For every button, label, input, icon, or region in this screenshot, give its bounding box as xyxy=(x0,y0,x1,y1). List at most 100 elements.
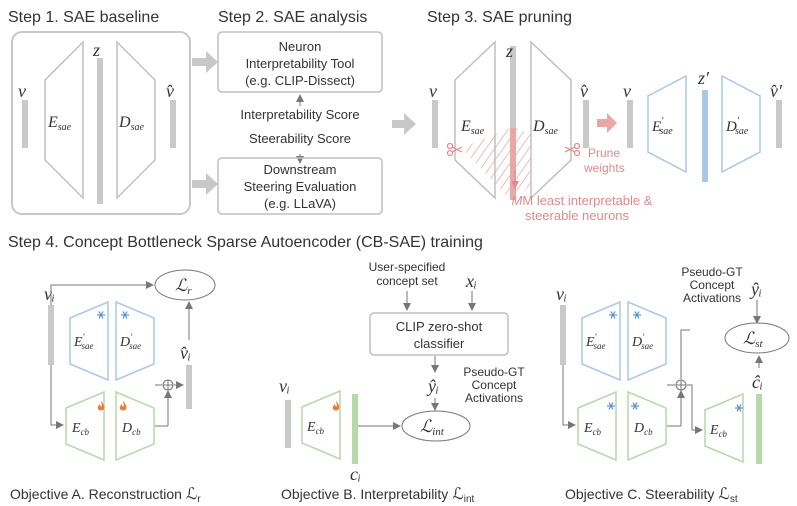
latent-bar-z xyxy=(97,58,103,204)
c-encoder-frozen xyxy=(581,300,621,382)
c-encoder-cb xyxy=(577,390,617,462)
input-bar-v xyxy=(22,100,28,148)
s3p-label-d: D′sae xyxy=(725,116,749,137)
step1-panel: v Esae z Dsae v̂ xyxy=(11,31,191,215)
pruned-latent-bar xyxy=(702,90,708,182)
a-encoder-frozen xyxy=(69,300,109,382)
b-pseudo-line2: Concept xyxy=(472,378,517,392)
steerability-score: Steerability Score xyxy=(249,131,351,146)
svg-text:ℒr: ℒr xyxy=(175,276,192,297)
b-pseudo-line1: Pseudo-GT xyxy=(463,365,525,379)
s3-label-e: Esae xyxy=(460,118,485,137)
user-concept-line2: concept set xyxy=(376,274,438,288)
least-neurons-line1: MM least interpretable & xyxy=(512,193,653,208)
s3-label-v: v xyxy=(429,81,437,101)
c-pseudo-line2: Concept xyxy=(690,278,735,292)
label-v: v xyxy=(18,81,26,101)
s3-label-vhat: v̂ xyxy=(580,81,588,101)
prune-line1: Prune xyxy=(588,146,620,160)
c-encoder-cb-2 xyxy=(704,392,744,464)
pruned-encoder-weights xyxy=(462,128,510,200)
c-label-vi: vᵢ xyxy=(556,284,567,304)
label-zprime: z′ xyxy=(697,68,710,88)
label-z: z xyxy=(92,40,100,60)
decoder-sae xyxy=(116,40,156,200)
label-d-sae: Dsae xyxy=(118,114,144,133)
svg-text:D′sae: D′sae xyxy=(119,332,141,351)
clip-line2: classifier xyxy=(414,336,465,351)
interpretability-score: Interpretability Score xyxy=(240,107,359,122)
eval-line2: Steering Evaluation xyxy=(244,179,357,194)
tool-line3: (e.g. CLIP-Dissect) xyxy=(245,73,355,88)
c-label-chat-i: ĉᵢ xyxy=(752,372,763,392)
scissors-icon xyxy=(446,142,463,157)
b-concept-bar xyxy=(352,394,358,464)
loss-r-node xyxy=(154,269,216,301)
eval-line1: Downstream xyxy=(264,162,337,177)
arrow-to-eval xyxy=(192,173,218,195)
objective-a-caption: Objective A. Reconstruction ℒr xyxy=(10,486,201,505)
c-decoder-cb xyxy=(627,390,667,462)
svg-text:E′sae: E′sae xyxy=(585,332,606,351)
svg-text:Ecb: Ecb xyxy=(709,423,728,439)
svg-text:Dcb: Dcb xyxy=(633,421,653,437)
loss-int-node xyxy=(401,410,471,442)
label-vhat: v̂ xyxy=(166,81,174,101)
svg-text:E′sae: E′sae xyxy=(73,332,94,351)
step2-title: Step 2. SAE analysis xyxy=(218,9,367,26)
scissors-icon xyxy=(564,142,581,157)
b-label-yhat-i: ŷᵢ xyxy=(426,376,439,396)
svg-text:Dcb: Dcb xyxy=(121,421,141,437)
interpretability-tool-box xyxy=(217,31,383,93)
b-pseudo-line3: Activations xyxy=(465,391,523,405)
step3-title: Step 3. SAE pruning xyxy=(427,9,572,26)
objective-b-panel: User-specified concept set xᵢ CLIP zero-… xyxy=(279,260,525,484)
c-decoder-frozen xyxy=(627,300,667,382)
output-bar-vhat xyxy=(170,100,176,148)
step3-panel: v Esae z Dsae v̂ MM least interpretable … xyxy=(429,40,783,223)
s3p-label-e: E′sae xyxy=(651,116,673,137)
step4-title: Step 4. Concept Bottleneck Sparse Autoen… xyxy=(8,234,483,251)
b-label-ci: cᵢ xyxy=(350,464,361,484)
objective-c-panel: Pseudo-GT Concept Activations ŷᵢ ℒst vᵢ … xyxy=(556,265,790,464)
clip-line1: CLIP zero-shot xyxy=(396,319,483,334)
clip-classifier-box xyxy=(369,312,509,356)
arrow-to-tool xyxy=(192,51,218,73)
pruned-encoder xyxy=(647,74,687,174)
svg-text:Ecb: Ecb xyxy=(583,421,602,437)
objective-b-caption: Objective B. Interpretability ℒint xyxy=(281,486,475,505)
objective-c-caption: Objective C. Steerability ℒst xyxy=(565,486,738,505)
c-concept-bar xyxy=(756,394,762,464)
s3-latent-bar xyxy=(510,46,516,128)
c-pseudo-line3: Activations xyxy=(683,291,741,305)
a-label-vi: vᵢ xyxy=(44,284,55,304)
s3-decoder xyxy=(530,40,572,200)
steering-eval-box xyxy=(217,157,383,215)
s3-label-d: Dsae xyxy=(532,118,558,137)
step2-panel: Neuron Interpretability Tool (e.g. CLIP-… xyxy=(217,31,383,215)
c-label-yhat-i: ŷᵢ xyxy=(749,279,762,299)
step1-title: Step 1. SAE baseline xyxy=(8,9,159,26)
s3p-label-v: v xyxy=(623,81,631,101)
pruned-decoder xyxy=(721,74,761,174)
prune-arrow xyxy=(597,113,617,133)
s3-label-z: z xyxy=(505,41,513,61)
svg-text:D′sae: D′sae xyxy=(631,332,653,351)
svg-text:Ecb: Ecb xyxy=(306,420,325,436)
c-pseudo-line1: Pseudo-GT xyxy=(681,265,743,279)
label-vhatprime: v̂′ xyxy=(770,81,783,101)
prune-line2: weights xyxy=(583,161,625,175)
encoder-sae xyxy=(44,40,84,200)
a-decoder-frozen xyxy=(115,300,155,382)
user-concept-line1: User-specified xyxy=(369,260,446,274)
arrow-to-pruning xyxy=(392,113,416,135)
objective-a-panel: ℒr vᵢ E′sae D′sae Ecb Dcb v̂ᵢ xyxy=(44,269,216,462)
least-neurons-line2: steerable neurons xyxy=(525,208,630,223)
label-e-sae: Esae xyxy=(47,114,72,133)
eval-line3: (e.g. LLaVA) xyxy=(264,196,336,211)
svg-text:ℒst: ℒst xyxy=(743,329,764,350)
b-encoder-cb xyxy=(301,389,341,461)
b-label-xi: xᵢ xyxy=(465,271,477,291)
loss-st-node xyxy=(724,322,790,354)
